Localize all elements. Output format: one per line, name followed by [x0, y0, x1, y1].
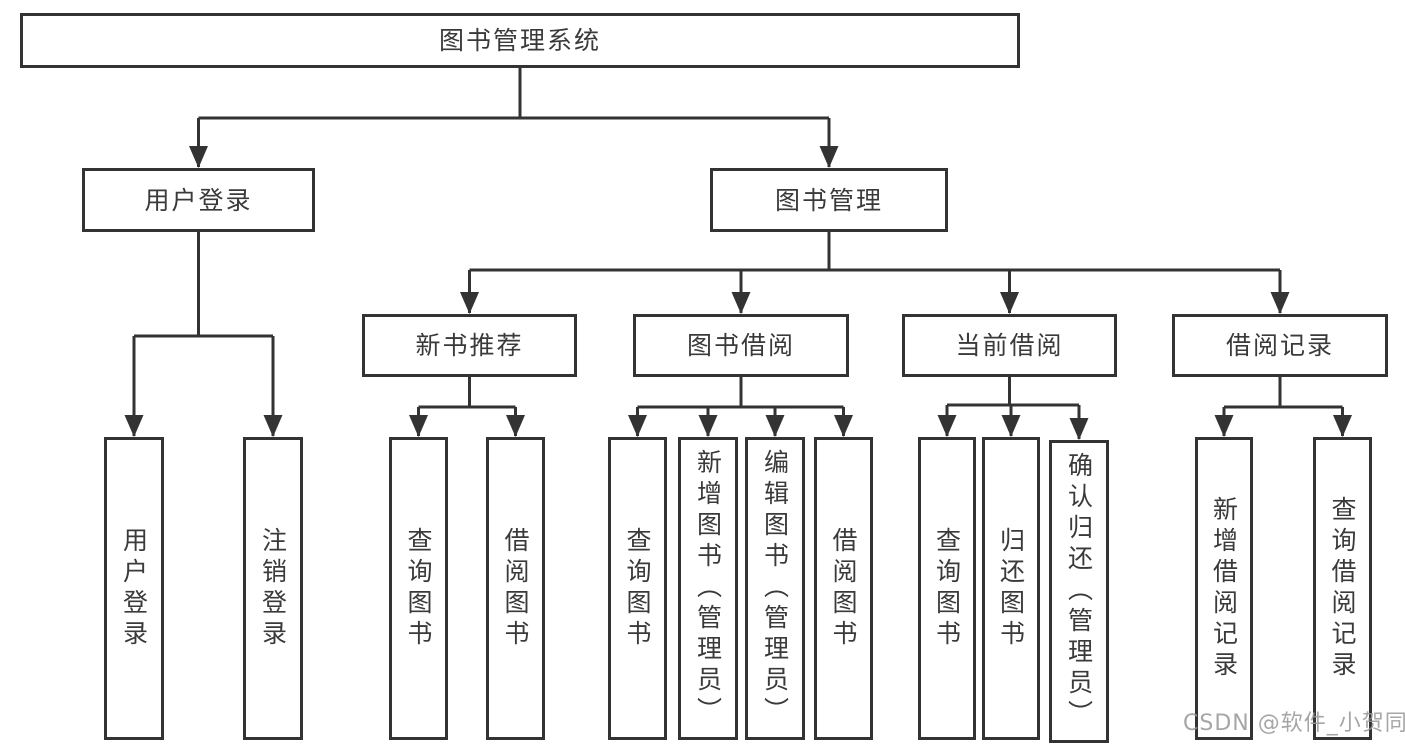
node-leaf-borrow-book-2: 借阅图书 [814, 437, 873, 740]
node-label: 借阅图书 [501, 526, 530, 651]
node-book-borrow: 图书借阅 [633, 314, 849, 377]
node-leaf-query-book-3: 查询图书 [918, 437, 976, 740]
node-label: 查询借阅记录 [1328, 495, 1357, 682]
node-label: 新书推荐 [415, 331, 524, 360]
node-root: 图书管理系统 [20, 13, 1020, 68]
node-book-mgmt: 图书管理 [710, 168, 948, 232]
node-label: 用户登录 [119, 526, 149, 651]
node-leaf-borrow-book-1: 借阅图书 [486, 437, 545, 740]
node-label: 图书管理系统 [438, 26, 601, 55]
node-label: 图书借阅 [686, 331, 795, 360]
node-label: 查询图书 [623, 526, 652, 651]
node-label: 当前借阅 [955, 331, 1064, 360]
node-leaf-confirm-return: 确认归还（管理员） [1049, 440, 1109, 743]
node-label: 新增图书（管理员） [693, 449, 723, 728]
node-new-book-rec: 新书推荐 [362, 314, 577, 377]
node-label: 借阅记录 [1225, 331, 1334, 360]
node-leaf-add-record: 新增借阅记录 [1195, 437, 1253, 740]
node-label: 归还图书 [996, 526, 1026, 651]
node-label: 查询图书 [932, 526, 962, 651]
watermark-text: CSDN @软件_小贺同学 [1183, 711, 1405, 736]
node-leaf-query-book-2: 查询图书 [608, 437, 667, 740]
node-user-login: 用户登录 [82, 168, 315, 232]
node-label: 编辑图书（管理员） [760, 449, 790, 728]
node-label: 借阅图书 [829, 526, 858, 651]
node-leaf-edit-book: 编辑图书（管理员） [745, 437, 805, 740]
node-leaf-return-book: 归还图书 [982, 437, 1040, 740]
node-label: 确认归还（管理员） [1064, 452, 1094, 731]
node-label: 用户登录 [144, 185, 253, 215]
node-label: 图书管理 [774, 185, 883, 215]
node-label: 查询图书 [404, 526, 433, 651]
node-borrow-records: 借阅记录 [1172, 314, 1388, 377]
node-leaf-query-book-1: 查询图书 [389, 437, 448, 740]
node-leaf-add-book: 新增图书（管理员） [678, 437, 738, 740]
node-leaf-query-record: 查询借阅记录 [1313, 437, 1372, 740]
node-leaf-user-login: 用户登录 [104, 437, 164, 740]
node-label: 注销登录 [258, 526, 288, 651]
node-leaf-logout: 注销登录 [243, 437, 303, 740]
node-current-borrow: 当前借阅 [902, 314, 1117, 377]
node-label: 新增借阅记录 [1209, 495, 1239, 682]
